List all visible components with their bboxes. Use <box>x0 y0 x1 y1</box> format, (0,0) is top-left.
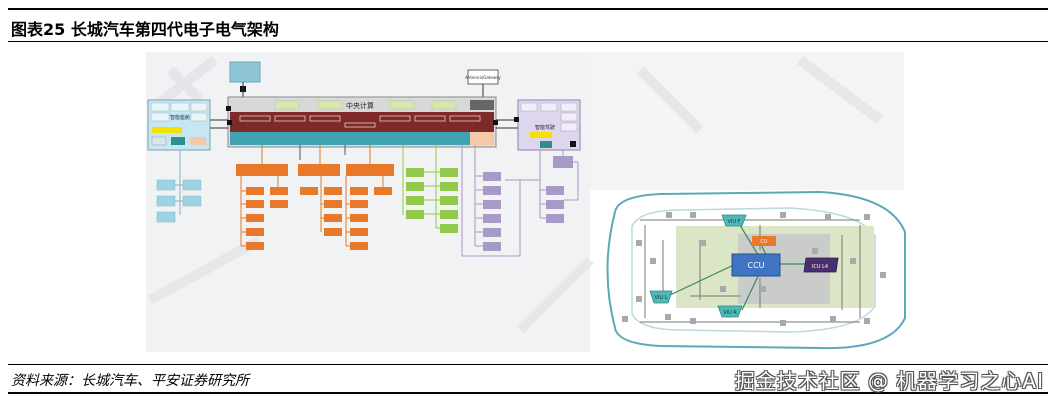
watermark-text: 掘金技术社区 @ 机器学习之心AI <box>734 369 1044 393</box>
central-compute-base-right <box>470 132 494 145</box>
ccu-unit: CCU <box>731 253 781 277</box>
zone-tree-orange <box>236 164 394 250</box>
car-diagram: VIU F VIU L VIU R CU CCU ICU L4 <box>606 190 906 350</box>
core-slots <box>239 115 481 128</box>
figure-title: 图表25 长城汽车第四代电子电气架构 <box>11 20 279 39</box>
top-module-box <box>229 61 261 83</box>
central-compute-core <box>230 112 494 132</box>
viu-rear-label: VIU R <box>723 310 737 316</box>
icu-unit: ICU L4 <box>803 257 839 273</box>
gateway-label: Antenna/Gateway <box>465 75 501 80</box>
viu-left: VIU L <box>649 290 673 304</box>
figure-footer: 资料来源：长城汽车、平安证券研究所 掘金技术社区 @ 机器学习之心AI <box>8 364 1048 394</box>
central-header-slots <box>274 100 457 110</box>
zone-tree-orange-lines <box>240 145 384 247</box>
left-domain-label: 智能座舱 <box>170 114 190 121</box>
figure-header: 图表25 长城汽车第四代电子电气架构 <box>8 8 1048 42</box>
schematic-background-right <box>590 52 904 190</box>
right-domain-label: 智能驾驶 <box>535 124 555 131</box>
cu-label: CU <box>760 239 767 245</box>
zone-tree-green <box>406 168 458 233</box>
central-compute-base <box>230 132 470 145</box>
viu-front-label: VIU F <box>727 219 740 225</box>
viu-left-label: VIU L <box>655 295 668 301</box>
ccu-label: CCU <box>747 261 764 270</box>
cu-unit: CU <box>752 236 776 246</box>
central-compute-label: 中央计算 <box>346 101 374 110</box>
figure-source: 资料来源：长城汽车、平安证券研究所 <box>11 373 249 389</box>
zone-tree-purple <box>483 156 573 251</box>
viu-front: VIU F <box>721 214 747 227</box>
viu-rear: VIU R <box>717 305 743 318</box>
icu-label: ICU L4 <box>812 264 828 270</box>
